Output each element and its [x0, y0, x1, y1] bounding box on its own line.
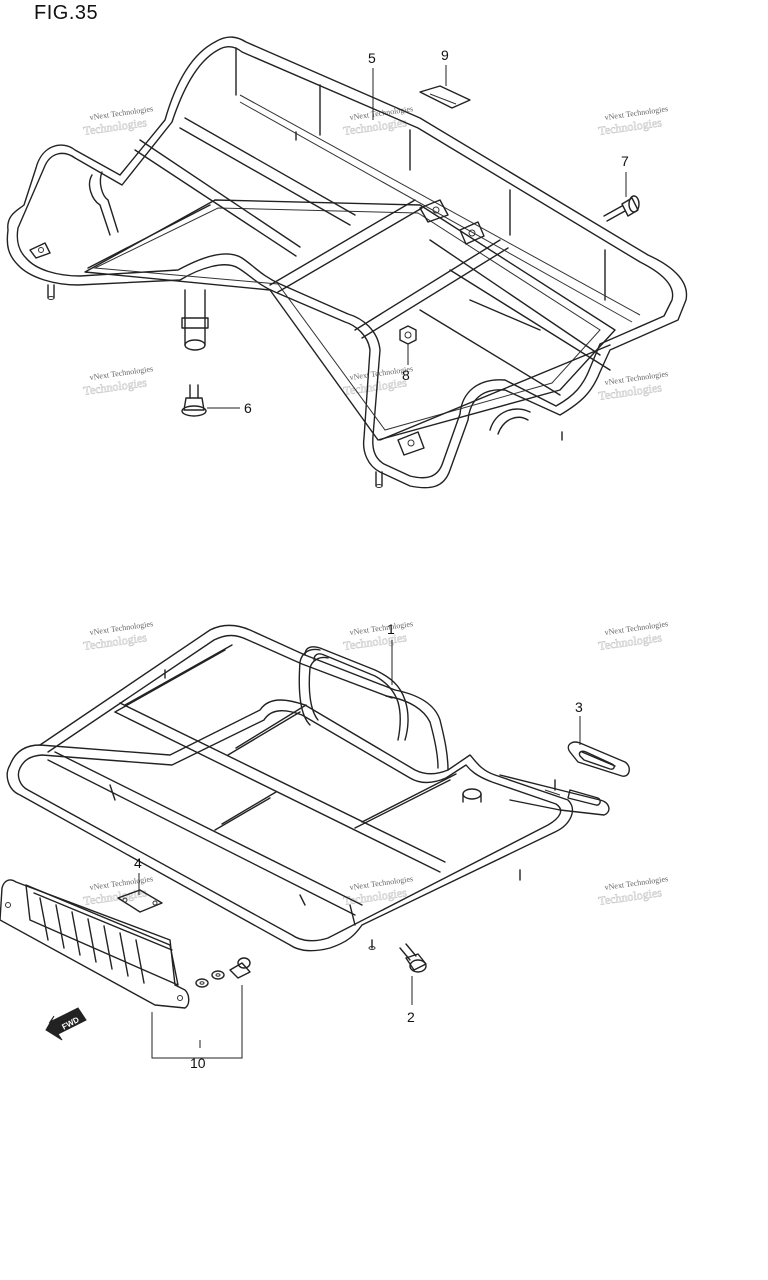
figure-title: FIG.35 [34, 2, 99, 24]
grille-guard-10: 10 [0, 879, 251, 1071]
callout-group-5: 5 [368, 50, 376, 120]
plate-4: 4 [117, 855, 163, 913]
bolt-7: 7 [603, 153, 640, 222]
callout-1: 1 [387, 621, 395, 637]
rear-carrier [6, 36, 688, 489]
callout-4: 4 [134, 855, 142, 871]
bolt-6: 6 [181, 384, 252, 417]
bolt-2: 2 [399, 943, 427, 1025]
plate-3: 3 [567, 699, 630, 777]
front-carrier [6, 624, 610, 952]
callout-2: 2 [407, 1009, 415, 1025]
callout-7: 7 [621, 153, 629, 169]
fwd-arrow-icon: FWD [45, 1007, 87, 1041]
callout-5: 5 [368, 50, 376, 66]
callout-10: 10 [190, 1055, 206, 1071]
callout-3: 3 [575, 699, 583, 715]
callout-8: 8 [402, 367, 410, 383]
label-9: 9 [419, 47, 471, 109]
callout-9: 9 [441, 47, 449, 63]
callout-group-1: 1 [387, 621, 395, 685]
nut-8: 8 [399, 325, 417, 383]
callout-6: 6 [244, 400, 252, 416]
